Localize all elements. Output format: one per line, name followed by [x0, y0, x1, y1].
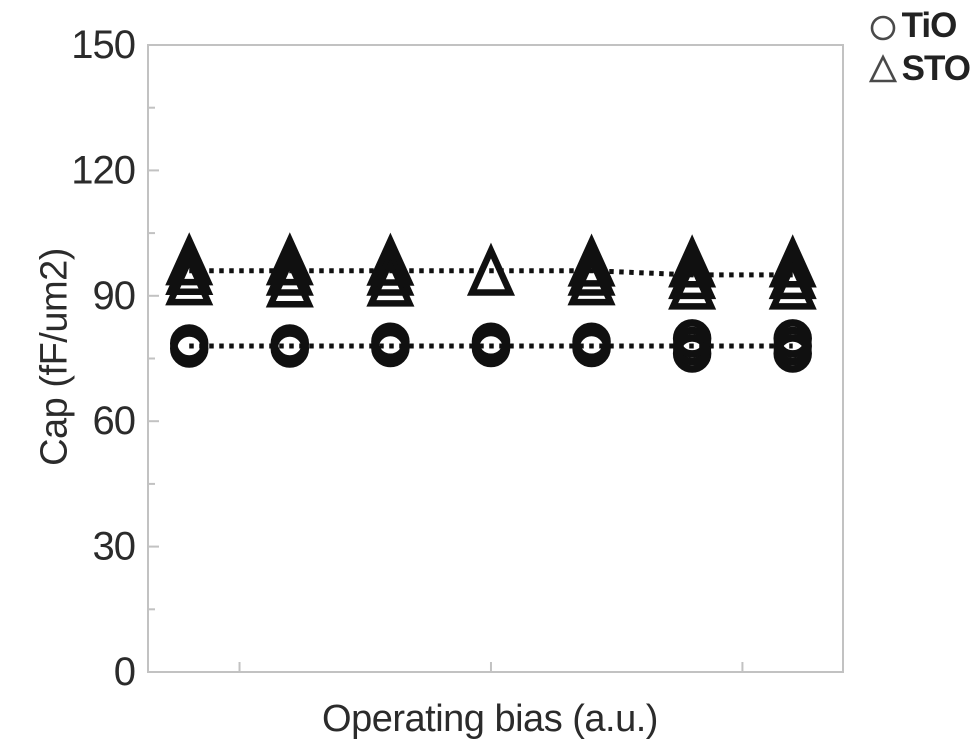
marker-circle-TiO: [169, 324, 209, 363]
marker-circle-TiO: [471, 322, 511, 362]
marker-triangle-STO: [265, 242, 314, 296]
y-tick-label: 120: [71, 148, 135, 192]
triangle-icon: [868, 54, 897, 83]
y-tick-label: 90: [93, 274, 136, 318]
legend-item-sto: STO: [867, 49, 971, 89]
y-tick-label: 60: [93, 399, 136, 443]
marker-triangle-STO: [165, 241, 214, 295]
legend-label: TiO: [901, 6, 958, 45]
marker-circle-TiO: [672, 319, 712, 358]
marker-triangle-STO: [265, 232, 314, 286]
marker-triangle-STO: [768, 234, 817, 288]
marker-circle-TiO: [371, 322, 410, 362]
y-tick-label: 150: [71, 23, 135, 67]
marker-triangle-STO: [366, 242, 415, 296]
marker-triangle-STO: [466, 242, 516, 296]
circle-icon: [870, 15, 895, 41]
marker-circle-TiO: [572, 322, 611, 362]
marker-circle-TiO: [773, 319, 812, 358]
legend-label: STO: [901, 49, 971, 88]
marker-triangle-STO: [567, 242, 616, 296]
marker-triangle-STO: [567, 233, 616, 287]
series-line-STO: [189, 268, 793, 278]
marker-triangle-STO: [768, 246, 817, 300]
y-tick-label: 30: [93, 525, 136, 569]
y-axis-title: Cap (fF/um2): [33, 248, 76, 466]
x-axis-title: Operating bias (a.u.): [322, 698, 658, 740]
legend-item-tio: TiO: [867, 6, 970, 46]
marker-triangle-STO: [668, 234, 717, 288]
legend: TiO STO: [867, 6, 971, 89]
marker-triangle-STO: [668, 246, 717, 300]
marker-triangle-STO: [165, 232, 214, 286]
marker-triangle-STO: [366, 232, 415, 286]
marker-circle-TiO: [270, 324, 310, 363]
y-tick-label: 0: [114, 650, 135, 694]
